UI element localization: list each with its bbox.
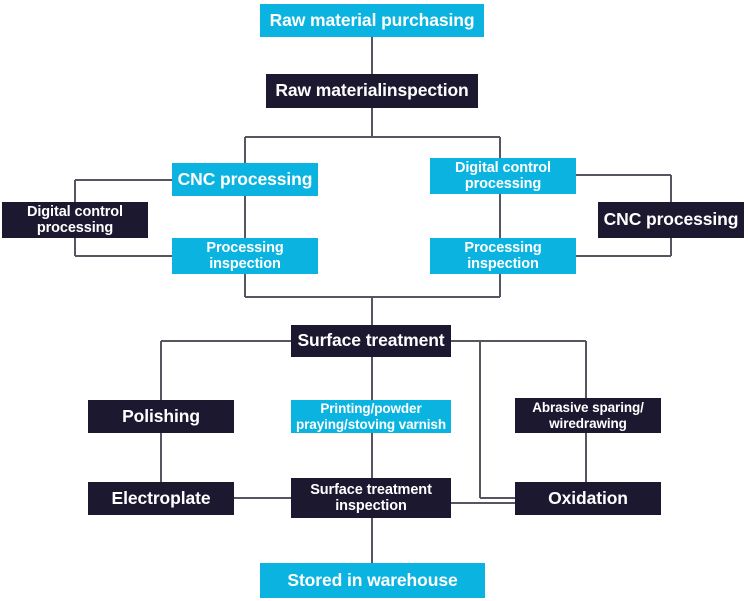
node-cnc-processing-left[interactable]: CNC processing — [172, 163, 318, 196]
node-processing-inspection-left[interactable]: Processing inspection — [172, 238, 318, 274]
node-polishing[interactable]: Polishing — [88, 400, 234, 433]
node-abrasive-sparing-wiredrawing[interactable]: Abrasive sparing/ wiredrawing — [515, 398, 661, 433]
node-digital-control-processing-left[interactable]: Digital control processing — [2, 202, 148, 238]
node-raw-material-inspection[interactable]: Raw materialinspection — [266, 74, 478, 108]
node-raw-material-purchasing[interactable]: Raw material purchasing — [260, 4, 484, 37]
node-printing-powder-praying-stoving-varnish[interactable]: Printing/powder praying/stoving varnish — [291, 400, 451, 433]
node-surface-treatment[interactable]: Surface treatment — [291, 325, 451, 357]
node-digital-control-processing-right[interactable]: Digital control processing — [430, 158, 576, 194]
node-electroplate[interactable]: Electroplate — [88, 482, 234, 515]
node-cnc-processing-right[interactable]: CNC processing — [598, 202, 744, 238]
node-surface-treatment-inspection[interactable]: Surface treatment inspection — [291, 478, 451, 518]
node-stored-in-warehouse[interactable]: Stored in warehouse — [260, 563, 485, 598]
node-oxidation[interactable]: Oxidation — [515, 482, 661, 515]
node-processing-inspection-right[interactable]: Processing inspection — [430, 238, 576, 274]
